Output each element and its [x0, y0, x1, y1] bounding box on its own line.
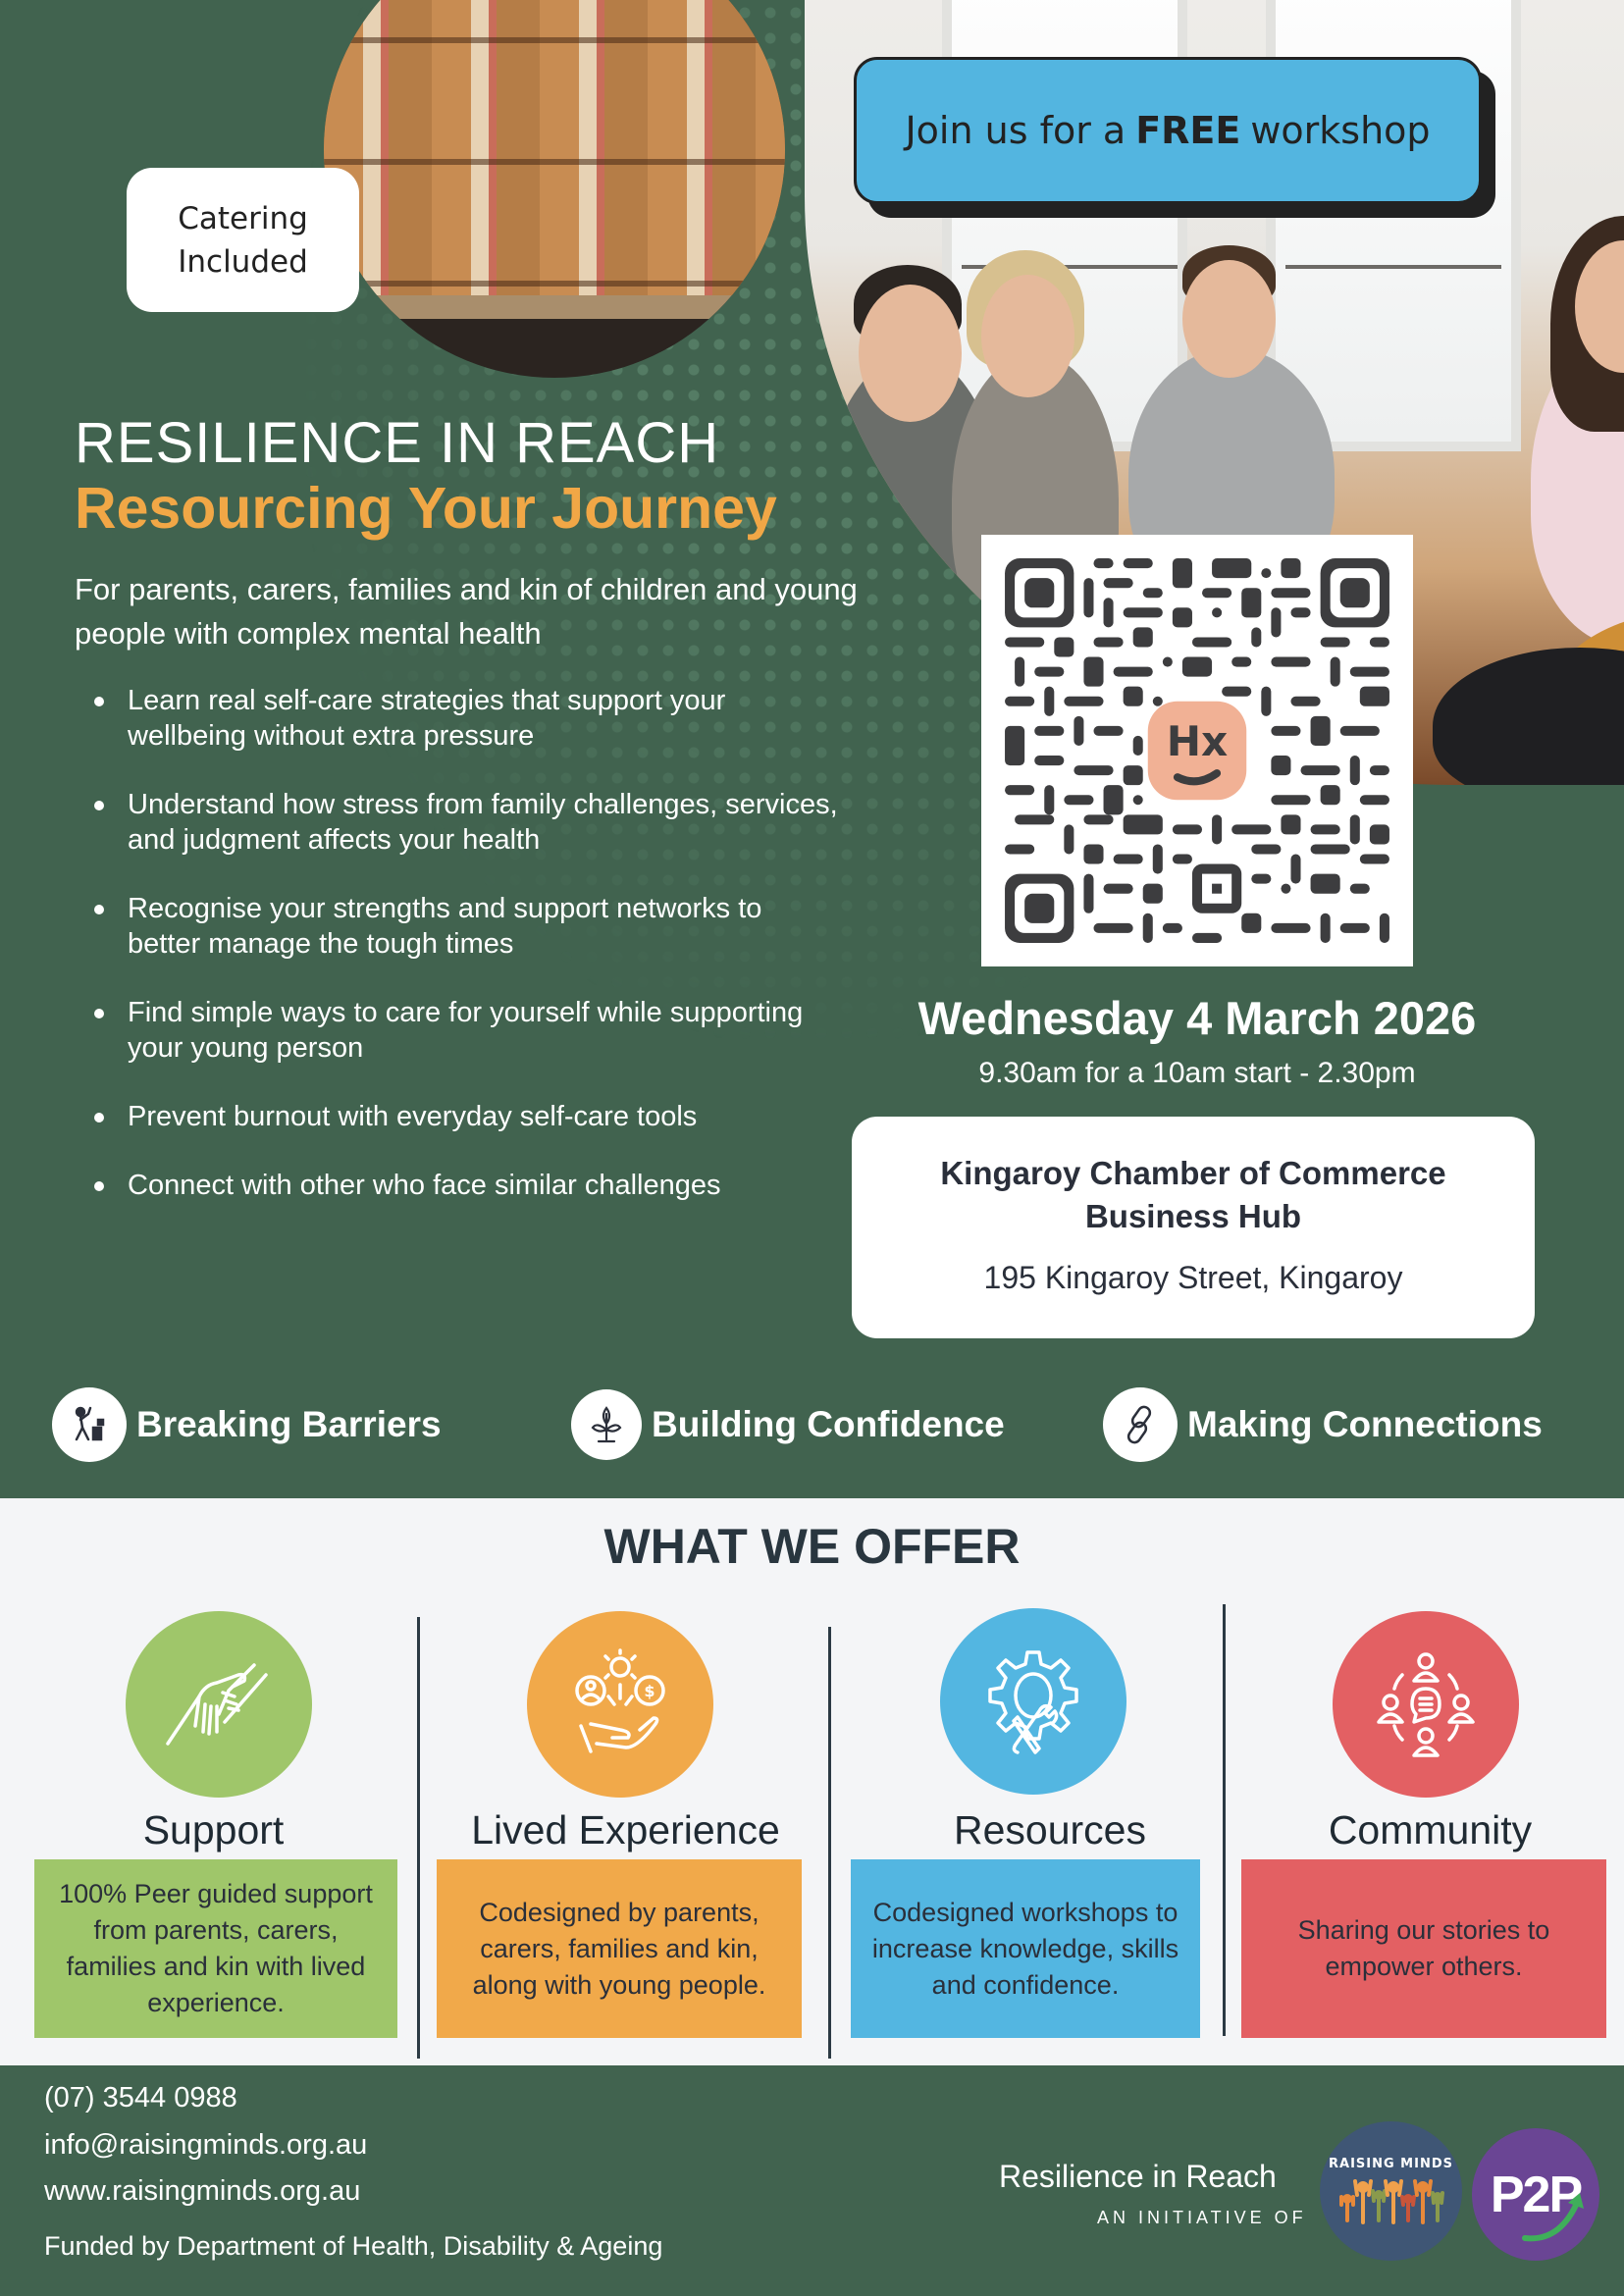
pillar-building-confidence: Building Confidence [571, 1385, 1005, 1464]
page-subtitle: Resourcing Your Journey [75, 476, 777, 541]
registration-qr-code[interactable]: Hx [981, 535, 1413, 966]
banner-prefix: Join us for a [905, 109, 1126, 152]
offer-card-community: Sharing our stories to empower others. [1241, 1859, 1606, 2038]
what-we-offer-section: WHAT WE OFFER Support 100% Peer guided s… [0, 1498, 1624, 2065]
community-icon [1333, 1611, 1519, 1798]
website-link[interactable]: www.raisingminds.org.au [44, 2175, 361, 2207]
pillar-making-connections: Making Connections [1103, 1385, 1543, 1464]
event-date: Wednesday 4 March 2026 [917, 992, 1477, 1044]
pillar-breaking-barriers: Breaking Barriers [52, 1385, 442, 1464]
offer-title: WHAT WE OFFER [603, 1519, 1021, 1574]
arrow-up-icon [1522, 2193, 1584, 2242]
p2p-logo: P2P [1472, 2128, 1599, 2261]
svg-text:$: $ [644, 1682, 655, 1700]
audience-description: For parents, carers, families and kin of… [75, 572, 858, 651]
people-figures-icon [1338, 2178, 1444, 2224]
hero-section: Catering Included Join us for a FREE wor… [0, 0, 1624, 1464]
catering-badge: Catering Included [127, 168, 359, 312]
initiative-subtitle: AN INITIATIVE OF [1097, 2208, 1307, 2227]
banner-emphasis: FREE [1135, 109, 1241, 152]
helping-hands-icon [126, 1611, 312, 1798]
benefit-item: Connect with other who face similar chal… [94, 1168, 840, 1203]
column-divider [417, 1617, 420, 2059]
page-title: RESILIENCE IN REACH [75, 411, 720, 475]
benefits-list: Learn real self-care strategies that sup… [94, 683, 840, 1236]
p2p-logo-text: P2P [1490, 2166, 1583, 2223]
benefit-item: Understand how stress from family challe… [94, 787, 840, 858]
chain-link-icon [1103, 1387, 1178, 1462]
pillars-row: Breaking Barriers Building Confidence [0, 1385, 1624, 1464]
offer-card-support: 100% Peer guided support from parents, c… [34, 1859, 397, 2038]
hx-logo-text: Hx [1167, 717, 1229, 765]
pillar-label: Making Connections [1187, 1404, 1543, 1444]
offer-heading-community: Community [1328, 1807, 1533, 1852]
column-divider [828, 1627, 831, 2059]
offer-heading-resources: Resources [954, 1807, 1146, 1852]
pillar-label: Building Confidence [652, 1404, 1005, 1444]
gear-tools-icon [940, 1608, 1126, 1795]
banner-suffix: workshop [1250, 109, 1431, 152]
email-link[interactable]: info@raisingminds.org.au [44, 2129, 368, 2161]
raising-minds-logo-text: RAISING MINDS [1329, 2156, 1453, 2171]
benefit-item: Learn real self-care strategies that sup… [94, 683, 840, 754]
offer-card-resources: Codesigned workshops to increase knowled… [851, 1859, 1200, 2038]
offer-heading-lived-experience: Lived Experience [471, 1807, 780, 1852]
pillar-label: Breaking Barriers [136, 1404, 442, 1444]
offer-heading-support: Support [142, 1807, 285, 1852]
benefit-item: Recognise your strengths and support net… [94, 891, 840, 962]
catering-photo [324, 0, 785, 378]
venue-address: 195 Kingaroy Street, Kingaroy [983, 1260, 1403, 1295]
column-divider [1223, 1604, 1226, 2036]
initiative-title: Resilience in Reach [999, 2159, 1277, 2194]
catering-line-2: Included [178, 243, 308, 280]
free-workshop-banner: Join us for a FREE workshop [854, 57, 1495, 218]
event-time: 9.30am for a 10am start - 2.30pm [978, 1057, 1416, 1089]
catering-line-1: Catering [178, 200, 308, 236]
venue-card: Kingaroy Chamber of Commerce Business Hu… [852, 1117, 1535, 1338]
benefit-item: Prevent burnout with everyday self-care … [94, 1099, 840, 1134]
breaking-barriers-icon [52, 1387, 127, 1462]
funding-statement: Funded by Department of Health, Disabili… [44, 2231, 663, 2261]
hand-offering-icon: $ [527, 1611, 713, 1798]
offer-card-lived-experience: Codesigned by parents, carers, families … [437, 1859, 802, 2038]
sprout-icon [571, 1389, 642, 1460]
venue-name: Kingaroy Chamber of Commerce Business Hu… [940, 1155, 1446, 1234]
benefit-item: Find simple ways to care for yourself wh… [94, 995, 840, 1066]
phone-number[interactable]: (07) 3544 0988 [44, 2082, 237, 2113]
footer: (07) 3544 0988 info@raisingminds.org.au … [0, 2067, 1624, 2296]
raising-minds-logo: RAISING MINDS [1320, 2121, 1462, 2261]
qr-code-icon: Hx [995, 548, 1399, 953]
